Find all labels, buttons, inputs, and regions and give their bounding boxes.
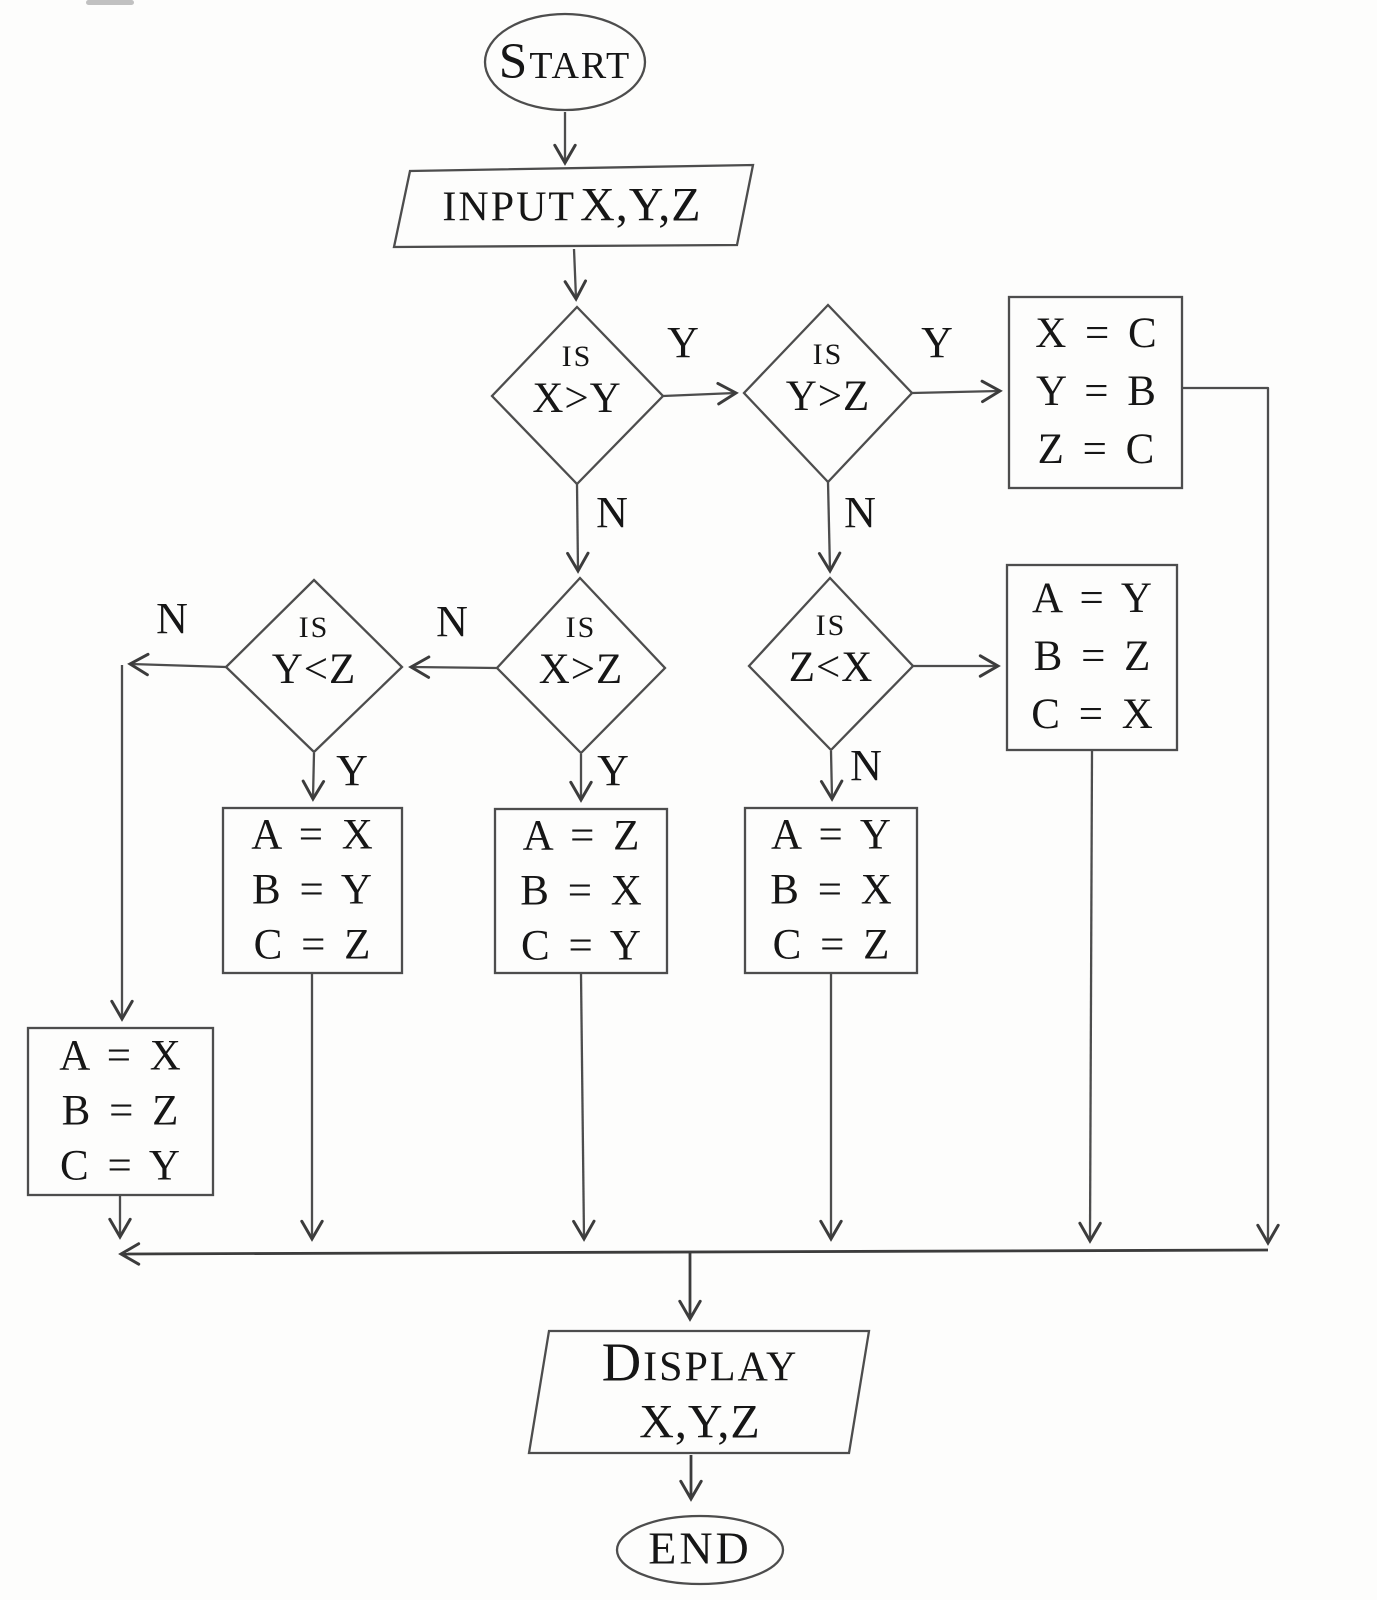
decision-x-gt-y-label: IS X>Y [532,339,621,423]
edge-x-gt-y-no-to-x-gt-z [566,483,590,574]
assign-line: B = Y [252,866,372,914]
edge-y-lt-z-no-left [127,652,227,677]
assign-line: A = X [251,811,373,859]
assign-below-z-lt-x-box [743,806,919,975]
decision-prefix: IS [298,611,330,644]
assign-below-x-gt-z-label: A = Z B = X C = Y [520,809,641,974]
decision-y-lt-z-diamond [224,578,404,754]
decision-condition: X>Y [532,375,622,422]
decision-x-gt-z-label: IS X>Z [539,610,624,694]
decision-condition: X>Z [538,646,624,693]
branch-y-gt-z-yes: Y [921,317,953,367]
decision-x-gt-z-diamond [495,576,667,755]
decision-prefix: IS [565,611,597,644]
assign-line: Y = B [1036,368,1156,415]
edge-input-to-x-gt-y [563,248,588,302]
input-label: INPUT X,Y,Z [442,178,702,233]
assign-below-x-gt-z-box [493,807,669,975]
branch-y-gt-z-no: N [844,487,876,537]
display-parallelogram-shape [527,1329,871,1455]
edge-y-lt-z-yes-to-assign [301,752,326,802]
assign-line: C = Y [521,922,641,970]
input-keyword: INPUT [442,184,577,231]
decision-condition: Y>Z [785,373,871,420]
assign-line: B = Z [61,1087,179,1135]
branch-z-lt-x-no: N [850,740,882,790]
decision-condition: Y<Z [271,646,357,693]
assign-line: C = Y [60,1142,180,1190]
branch-x-gt-y-no: N [596,487,628,537]
assign-line: C = X [1031,691,1153,738]
display-label: DISPLAY X,Y,Z [601,1331,799,1451]
assign-bottom-left-label: A = X B = Z C = Y [59,1029,180,1194]
input-args: X,Y,Z [580,178,702,232]
start-label: START [498,32,632,90]
display-args: X,Y,Z [639,1395,761,1449]
decision-y-lt-z-label: IS Y<Z [272,610,357,694]
input-parallelogram-shape [392,163,755,249]
edge-y-gt-z-yes-to-assign-top-right [911,379,1003,404]
branch-y-lt-z-yes: Y [336,745,368,795]
decision-prefix: IS [561,340,593,373]
edge-x-gt-y-yes-to-y-gt-z [662,382,739,406]
assign-line: A = Y [1032,575,1152,622]
assign-line: B = Z [1033,633,1151,680]
edge-y-gt-z-no-to-z-lt-x [817,481,842,574]
branch-x-gt-y-yes: Y [667,317,699,367]
edge-x-gt-z-no-to-y-lt-z [408,655,498,679]
edge-assign-top-right-to-merge [1182,386,1280,1246]
branch-x-gt-z-no: N [436,596,468,646]
decision-prefix: IS [815,609,847,642]
assign-below-z-lt-x-label: A = Y B = X C = Z [770,808,891,973]
assign-line: B = X [770,866,892,914]
scan-artifact [86,0,134,5]
assign-mid-right-label: A = Y B = Z C = X [1031,570,1152,744]
decision-condition: Z<X [788,644,874,691]
assign-line: Z = C [1037,426,1155,473]
start-terminator-shape [483,12,647,112]
assign-line: A = Y [771,811,891,859]
assign-below-y-lt-z-box [221,806,404,975]
branch-y-lt-z-no: N [156,593,188,643]
assign-line: C = Z [772,921,890,969]
decision-z-lt-x-label: IS Z<X [789,608,874,692]
assign-below-y-lt-z-label: A = X B = Y C = Z [251,808,372,973]
end-label: END [648,1522,752,1574]
edge-z-lt-x-no-to-assign [819,750,844,802]
assign-top-right-label: X = C Y = B Z = C [1035,305,1156,479]
assign-bottom-left-box [26,1026,215,1197]
assign-mid-right-box [1005,563,1179,752]
assign-line: C = Z [253,921,371,969]
assign-line: B = X [520,867,642,915]
branch-x-gt-z-yes: Y [597,745,629,795]
assign-line: A = Z [522,812,640,860]
decision-y-gt-z-label: IS Y>Z [786,337,871,421]
decision-z-lt-x-diamond [747,576,915,752]
end-terminator-shape [615,1514,785,1586]
display-keyword: DISPLAY [601,1331,799,1393]
edge-assign-mid-right-to-merge [1078,750,1102,1244]
assign-line: X = C [1035,310,1157,357]
assign-top-right-box [1007,295,1184,490]
assign-line: A = X [59,1032,181,1080]
decision-prefix: IS [812,338,844,371]
edge-assign-below-x-gt-z-to-merge [572,973,596,1242]
edge-merge-line [118,1242,1269,1266]
